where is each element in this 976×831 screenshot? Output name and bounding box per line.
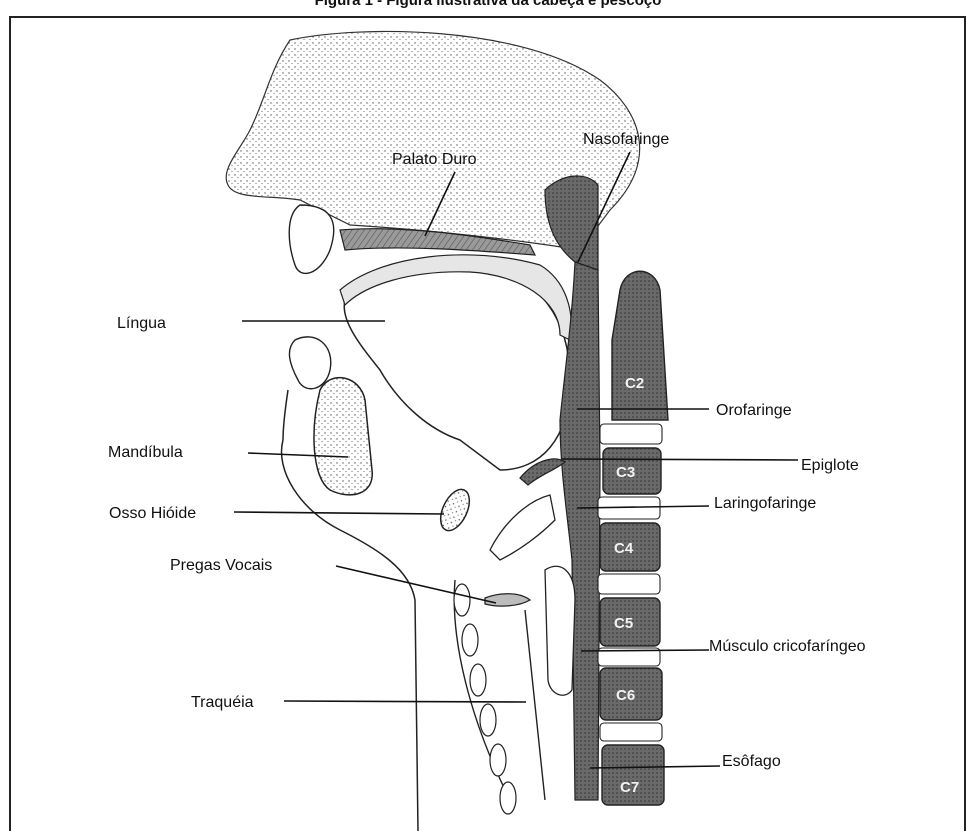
vertebra-label-c2: C2 (625, 375, 644, 392)
lower-lip (289, 337, 330, 389)
leader-epiglote (562, 459, 798, 460)
mandible (314, 378, 372, 495)
cricoid-cartilage (545, 566, 575, 695)
neck-front-line (282, 440, 418, 831)
label-laringofaringe: Laringofaringe (714, 495, 816, 512)
leader-musculo-cricofaringeo (581, 650, 709, 651)
hyoid-bone (435, 485, 475, 535)
label-lingua: Língua (117, 315, 166, 332)
vertebra-label-c6: C6 (616, 687, 635, 704)
label-traqueia: Traquéia (191, 694, 254, 711)
label-pregas-vocais: Pregas Vocais (170, 557, 272, 574)
leader-traqueia (284, 701, 526, 702)
vocal-folds (485, 594, 530, 606)
vertebra-label-c7: C7 (620, 779, 639, 796)
chin-outline (283, 390, 288, 440)
leader-pregas-vocais (336, 566, 496, 603)
label-palato-duro: Palato Duro (392, 151, 477, 168)
label-esofago: Esôfago (722, 753, 781, 770)
nasopharynx-region (545, 176, 598, 270)
vertebra-c7-body (602, 745, 664, 805)
vertebra-label-c5: C5 (614, 615, 633, 632)
upper-lip (289, 205, 334, 273)
label-osso-hioide: Osso Hióide (109, 505, 196, 522)
larynx (490, 495, 555, 560)
trachea-rings (454, 584, 516, 814)
label-orofaringe: Orofaringe (716, 402, 792, 419)
vertebra-c2-body (612, 271, 668, 420)
vertebra-label-c4: C4 (614, 540, 634, 557)
label-epiglote: Epiglote (801, 457, 859, 474)
label-mandibula: Mandíbula (108, 444, 183, 461)
vertebral-column: C2 C3 C4 C5 C6 C7 (598, 271, 668, 805)
vertebra-label-c3: C3 (616, 464, 635, 481)
label-nasofaringe: Nasofaringe (583, 131, 669, 148)
leader-osso-hioide (234, 512, 444, 514)
label-musculo-cricofaringeo: Músculo cricofaríngeo (709, 638, 866, 655)
